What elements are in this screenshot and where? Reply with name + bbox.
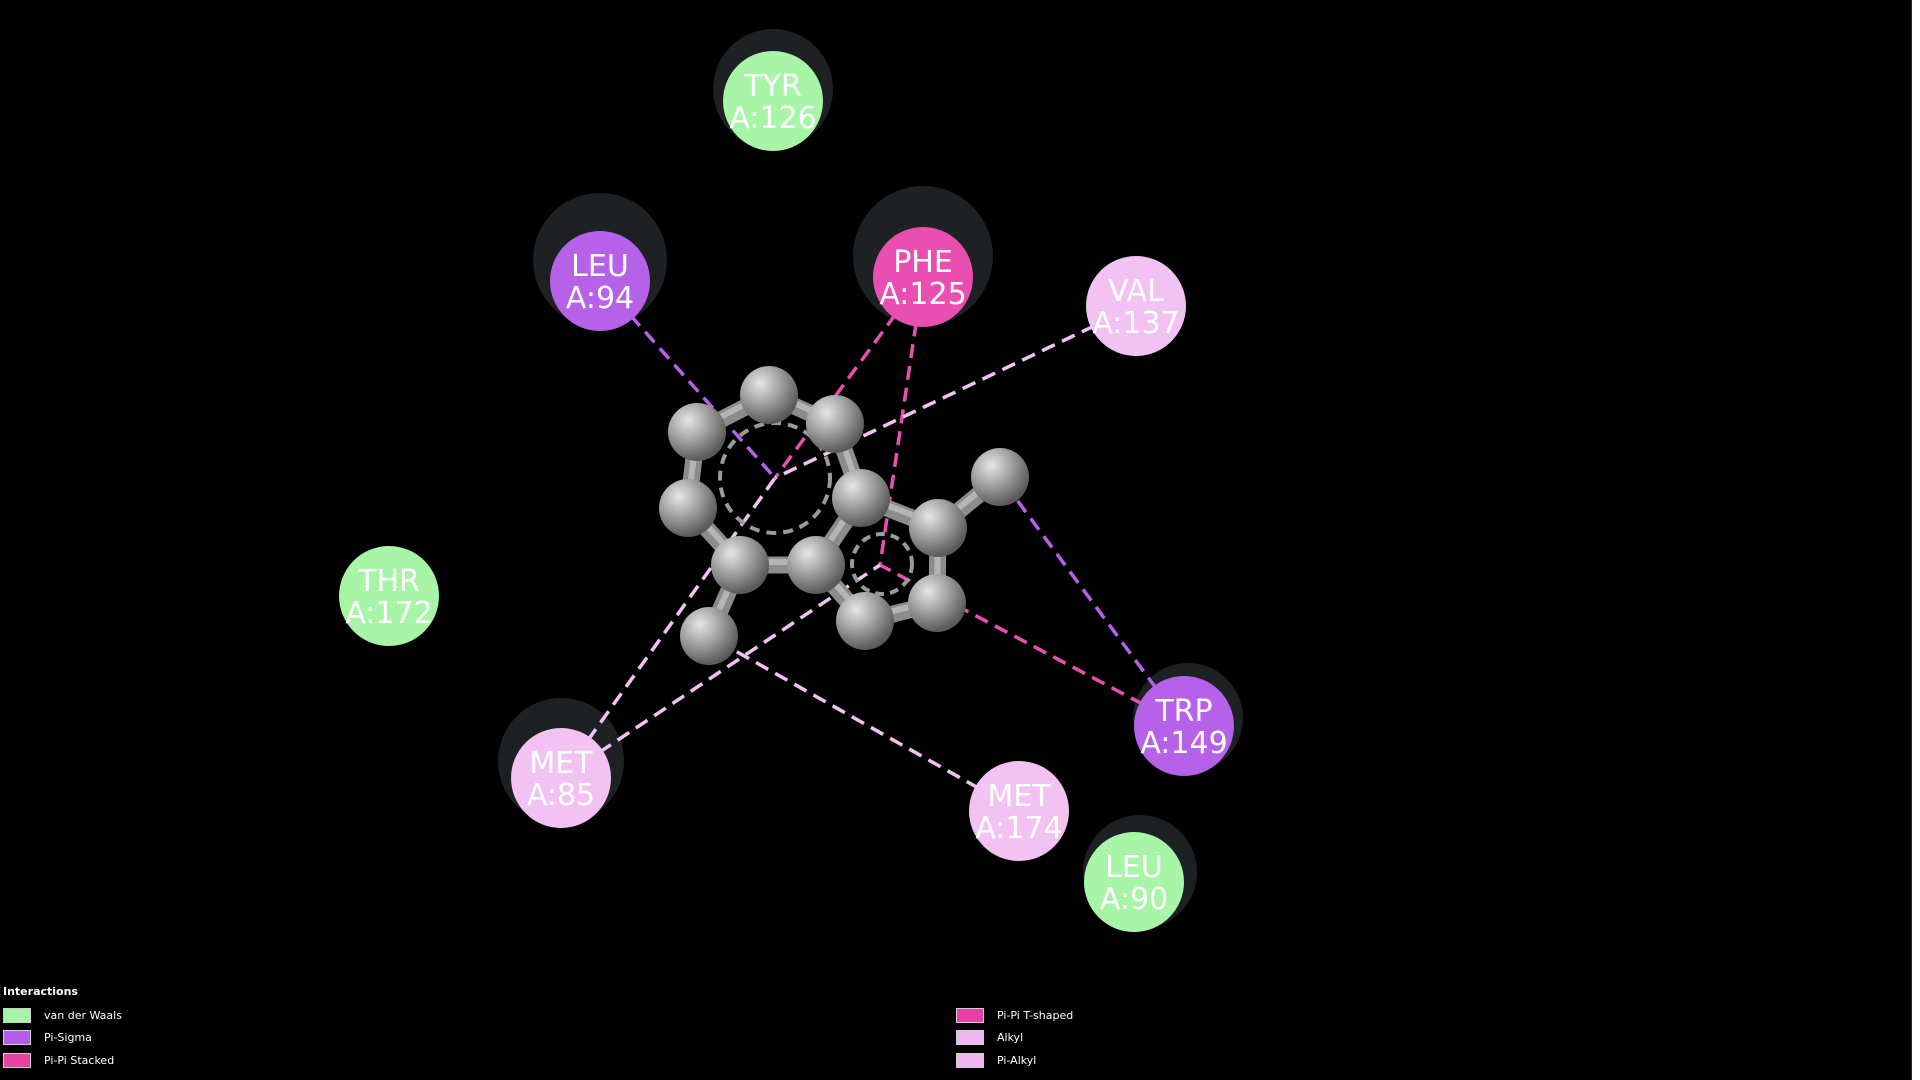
legend-title: Interactions <box>3 985 78 998</box>
residue-chain-position: A:90 <box>1100 882 1168 917</box>
carbon-atom-a9[interactable] <box>908 574 966 632</box>
scrollbar-track <box>1911 0 1912 1080</box>
ligand-molecule[interactable] <box>659 366 1029 665</box>
carbon-atom-a3[interactable] <box>832 469 890 527</box>
residue-disc-van-der-waals[interactable] <box>1084 832 1184 932</box>
residue-name: TRP <box>1154 694 1212 729</box>
legend-swatch <box>956 1052 984 1068</box>
residue-disc-pi-sigma[interactable] <box>550 231 650 331</box>
legend-item-pi-sigma: Pi-Sigma <box>3 1028 92 1046</box>
residue-name: VAL <box>1108 274 1164 309</box>
aromatic-ring-2 <box>850 532 914 596</box>
legend-swatch <box>3 1007 31 1023</box>
residue-disc-alkyl[interactable] <box>969 761 1069 861</box>
legend-item-pi-pi-stacked: Pi-Pi Stacked <box>3 1051 114 1069</box>
legend-swatch <box>956 1007 984 1023</box>
residue-name: LEU <box>1105 850 1163 885</box>
residue-chain-position: A:174 <box>975 811 1062 846</box>
residue-disc-van-der-waals[interactable] <box>723 51 823 151</box>
residue-name: THR <box>357 564 420 599</box>
legend-swatch <box>3 1029 31 1045</box>
carbon-atom-a4[interactable] <box>787 536 845 594</box>
residue-name: TYR <box>743 69 802 104</box>
carbon-atom-a10[interactable] <box>836 592 894 650</box>
legend-label: Alkyl <box>997 1030 1024 1044</box>
residue-disc-van-der-waals[interactable] <box>339 546 439 646</box>
interaction-line-met85-ring2 <box>598 563 881 754</box>
legend-item-pi-alkyl: Pi-Alkyl <box>956 1051 1036 1069</box>
carbon-atom-a6[interactable] <box>659 479 717 537</box>
residue-name: LEU <box>571 249 629 284</box>
carbon-atom-a11[interactable] <box>971 448 1029 506</box>
residue-chain-position: A:137 <box>1092 306 1179 341</box>
carbon-atom-a2[interactable] <box>806 395 864 453</box>
legend-swatch <box>3 1052 31 1068</box>
residue-chain-position: A:85 <box>527 778 595 813</box>
legend-label: Pi-Alkyl <box>997 1053 1037 1067</box>
residue-disc-alkyl[interactable] <box>1086 256 1186 356</box>
interaction-line-trp149-methyl1 <box>998 475 1159 691</box>
interaction-lines <box>586 313 1159 790</box>
legend-label: Pi-Pi T-shaped <box>997 1008 1074 1022</box>
legend-item-alkyl: Alkyl <box>956 1028 1023 1046</box>
residue-chain-position: A:172 <box>345 596 432 631</box>
carbon-atom-a7[interactable] <box>668 403 726 461</box>
interaction-line-met174-methyl2 <box>708 634 980 790</box>
legend-item-pi-pi-t-shaped: Pi-Pi T-shaped <box>956 1006 1073 1024</box>
residue-chain-position: A:126 <box>729 101 816 136</box>
residue-disc-pi-sigma[interactable] <box>1134 676 1234 776</box>
carbon-atom-a1[interactable] <box>740 366 798 424</box>
legend-label: Pi-Pi Stacked <box>44 1053 115 1067</box>
carbon-atom-a8[interactable] <box>909 499 967 557</box>
legend-swatch <box>956 1029 984 1045</box>
residue-name: MET <box>987 779 1051 814</box>
interaction-line-phe125-ring2 <box>878 322 918 566</box>
residue-disc-pi-pi-t-shaped[interactable] <box>873 227 973 327</box>
carbon-atom-a5[interactable] <box>711 536 769 594</box>
residue-chain-position: A:149 <box>1140 726 1227 761</box>
vertical-scrollbar[interactable] <box>1912 0 1920 1080</box>
interaction-line-val137-ring1 <box>774 324 1096 480</box>
residue-name: MET <box>529 746 593 781</box>
interaction-line-leu94-ring1 <box>629 314 777 480</box>
residue-name: PHE <box>893 245 953 280</box>
legend-item-van-der-waals: van der Waals <box>3 1006 122 1024</box>
legend-label: van der Waals <box>44 1008 122 1022</box>
carbon-atom-a12[interactable] <box>680 607 738 665</box>
residue-disc-alkyl[interactable] <box>511 728 611 828</box>
residue-chain-position: A:94 <box>566 281 634 316</box>
legend-label: Pi-Sigma <box>44 1030 92 1044</box>
residue-chain-position: A:125 <box>879 277 966 312</box>
